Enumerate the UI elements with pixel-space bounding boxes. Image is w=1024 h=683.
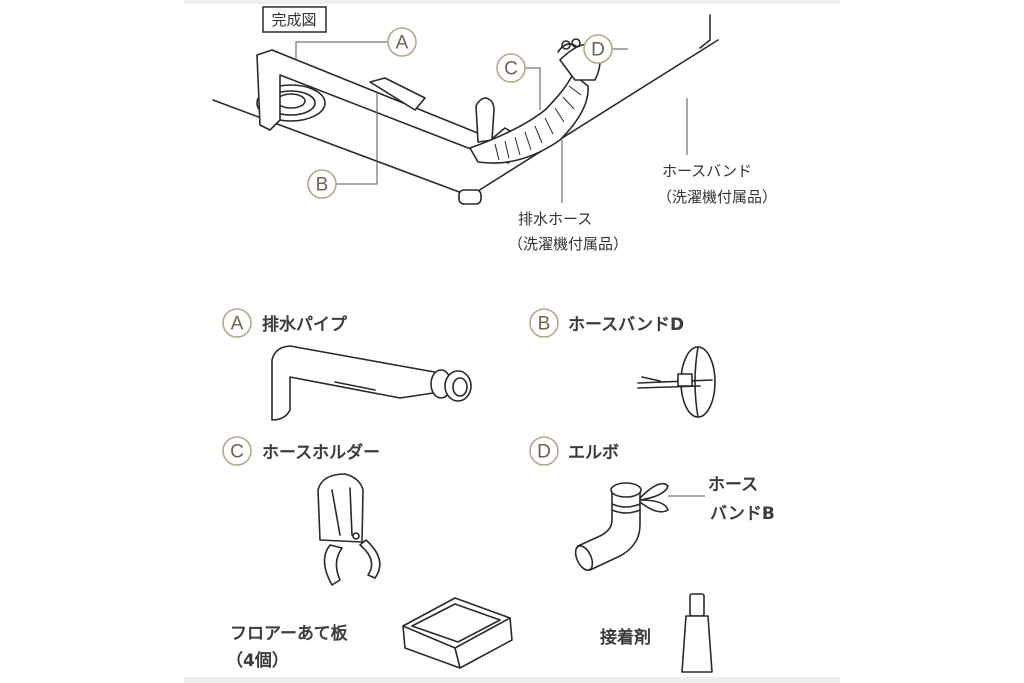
svg-text:排水パイプ: 排水パイプ: [262, 314, 348, 335]
part-d-heading: D エルボ: [529, 436, 619, 466]
hose-band-b-label-line1: ホース: [708, 475, 758, 495]
hose-band-d-illustration: [637, 346, 716, 418]
hose-band-note: （洗濯機付属品）: [657, 188, 777, 206]
floor-plate-illustration: [402, 597, 513, 669]
svg-text:B: B: [538, 314, 551, 335]
svg-text:A: A: [231, 314, 244, 335]
drain-hose-installed: [469, 38, 601, 164]
svg-text:D: D: [591, 40, 605, 61]
top-border-strip: [184, 0, 840, 4]
hose-band-label: ホースバンド: [662, 162, 752, 180]
floor-plate-label: フロアーあて板: [230, 623, 349, 644]
hose-band-b-label-line2: バンドB: [710, 504, 775, 524]
drain-hose-label: 排水ホース: [518, 210, 592, 228]
elbow-illustration: [574, 482, 705, 571]
callout-c: C: [496, 53, 526, 83]
svg-text:B: B: [316, 175, 329, 196]
hose-holder-illustration: [317, 473, 381, 586]
adhesive-label: 接着剤: [600, 627, 651, 648]
callout-d: D: [583, 34, 613, 64]
part-a-heading: A 排水パイプ: [222, 308, 348, 338]
bottom-border-strip: [184, 677, 840, 683]
svg-text:C: C: [504, 59, 518, 80]
svg-text:ホースホルダー: ホースホルダー: [262, 442, 380, 463]
svg-text:A: A: [396, 33, 409, 54]
completion-title-box: 完成図: [262, 6, 327, 33]
drain-hose-note: （洗濯機付属品）: [508, 235, 628, 253]
part-b-heading: B ホースバンドD: [529, 308, 684, 338]
drain-pipe-illustration: [271, 345, 472, 421]
svg-text:C: C: [230, 442, 244, 463]
washer-base-illustration: [212, 14, 719, 205]
callout-b: B: [307, 169, 337, 199]
leader-lines: [295, 41, 688, 203]
svg-text:ホースバンドD: ホースバンドD: [568, 315, 684, 335]
svg-text:エルボ: エルボ: [568, 443, 619, 463]
callout-a: A: [387, 27, 417, 57]
adhesive-tube-illustration: [681, 593, 713, 673]
completion-title: 完成図: [271, 11, 316, 29]
hose-holder-installed: [475, 97, 495, 143]
svg-text:D: D: [537, 442, 551, 463]
floor-plate-count: （4個）: [226, 650, 289, 671]
part-c-heading: C ホースホルダー: [222, 436, 380, 466]
